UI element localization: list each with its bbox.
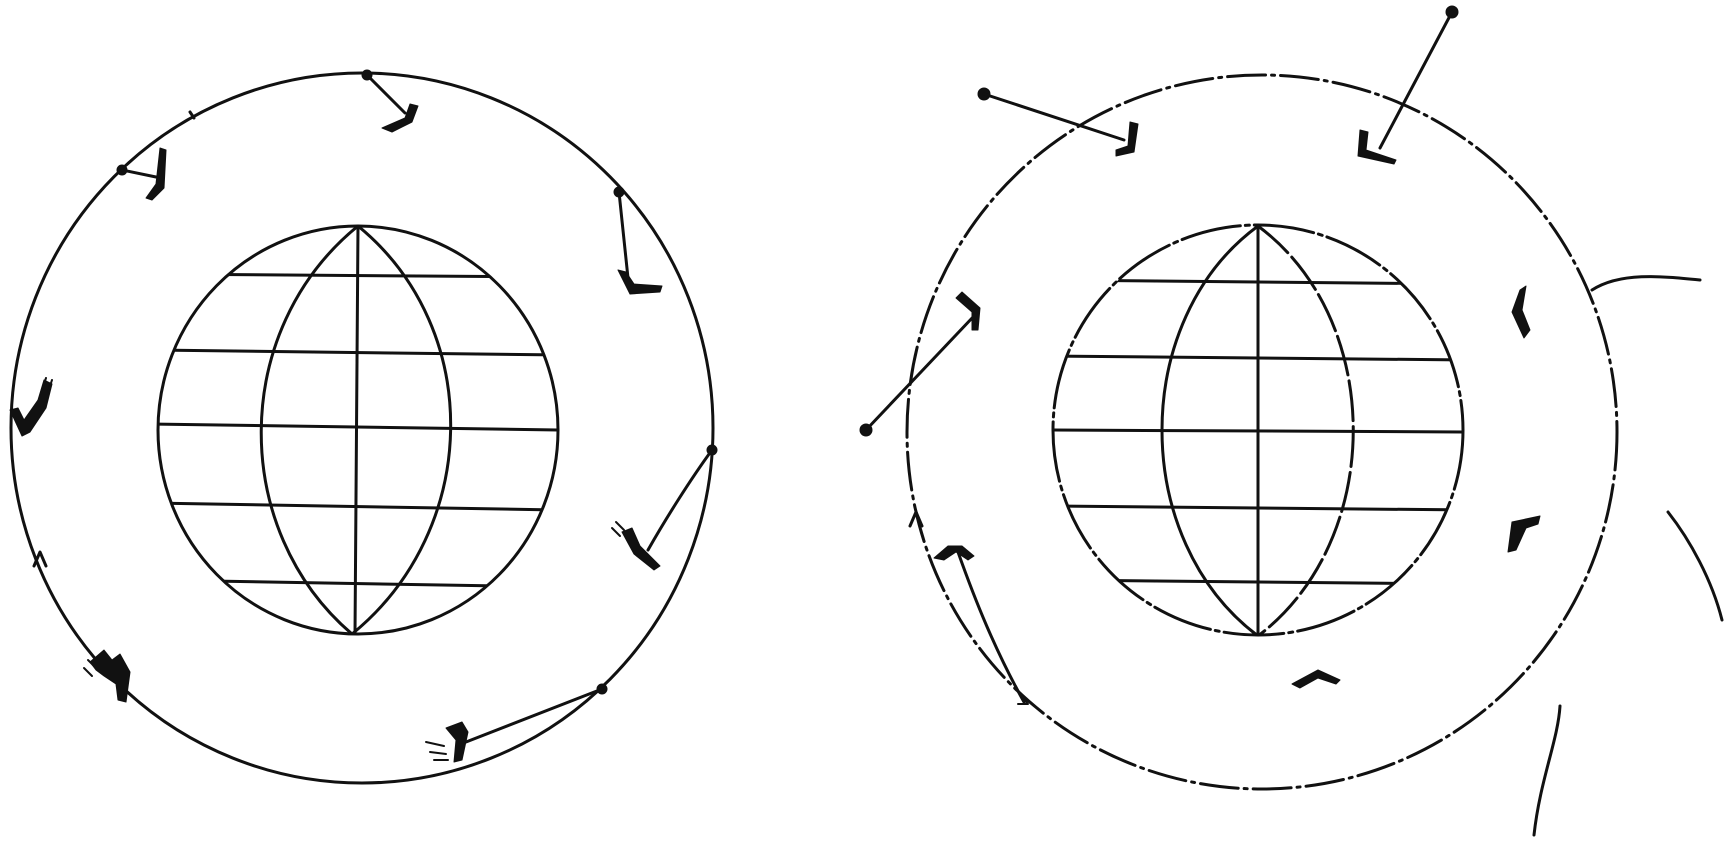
right-latitude-line [1050, 580, 1470, 584]
left-latitude-line [150, 274, 560, 277]
right-latitude-line [1050, 506, 1470, 510]
figure-silhouette [1508, 516, 1540, 552]
tether-line [648, 450, 712, 550]
figure-silhouette [1512, 286, 1530, 338]
orbit-direction-arrow [34, 552, 46, 566]
tether-line [1380, 12, 1452, 148]
right-latitude-line [1050, 356, 1470, 360]
orbit-direction-arrow [910, 512, 922, 526]
motion-mark [426, 742, 448, 760]
tether-line [122, 170, 156, 177]
left-meridian-arc [261, 226, 358, 634]
figure-silhouette [618, 270, 662, 294]
tether-line [367, 75, 405, 113]
right-satellites [860, 6, 1722, 835]
left-meridian-arc [352, 226, 451, 634]
figure-silhouette [10, 380, 52, 436]
left-latitude-line [150, 424, 560, 430]
left-globe-grid [150, 226, 560, 634]
right-globe [1050, 225, 1470, 636]
right-latitude-line [1050, 430, 1470, 432]
figure-silhouette [146, 148, 166, 200]
left-globe [150, 226, 560, 634]
figure-silhouette [1292, 670, 1340, 688]
figure-silhouette [622, 528, 660, 570]
loose-tether-line [1592, 277, 1700, 290]
figure-silhouette [446, 722, 468, 762]
loose-tether-line [1668, 512, 1722, 620]
right-panel [860, 6, 1722, 835]
tether-line [984, 94, 1124, 140]
left-panel [10, 70, 717, 783]
figure-silhouette [934, 546, 974, 560]
left-latitude-line [150, 350, 560, 355]
tether-line [466, 689, 602, 742]
tether-line [619, 192, 628, 278]
loose-tether-line [1534, 706, 1560, 835]
motion-mark [612, 522, 624, 536]
figure-silhouette [90, 650, 130, 702]
figure-silhouette [1358, 130, 1396, 164]
left-central-meridian [355, 226, 358, 634]
tether-line [958, 552, 1024, 702]
